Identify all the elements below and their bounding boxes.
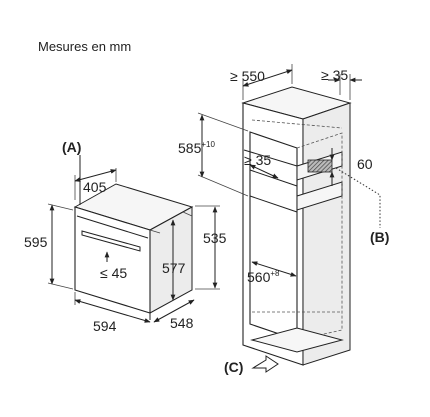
dim-548-line — [153, 299, 195, 323]
label-b: (B) — [370, 229, 389, 245]
cabinet-base — [250, 327, 344, 353]
dim-585-ext-2 — [197, 174, 249, 197]
oven-door-handle — [81, 230, 141, 252]
oven-body-depth-value: 548 — [170, 315, 194, 331]
oven-body-height-value: 535 — [203, 230, 227, 246]
dim-405-line — [74, 169, 117, 182]
oven-width-value: 594 — [93, 318, 117, 334]
cabinet-side — [302, 102, 351, 366]
dim-550-line — [242, 69, 293, 87]
oven-dimensions — [47, 155, 220, 323]
cabinet-inner-gap-value: ≥ 35 — [244, 152, 271, 168]
oven-body-edge-2 — [182, 211, 193, 217]
oven-body-edge — [149, 229, 161, 234]
niche-height-value: 585+10 — [178, 140, 215, 156]
dim-inner-35-line — [249, 164, 279, 179]
vent-size-value: 60 — [357, 156, 373, 172]
cabinet-rear-gap-value: ≥ 35 — [321, 67, 348, 83]
shelf-lower — [249, 195, 298, 213]
oven-clearance-value: ≤ 45 — [100, 265, 127, 281]
oven-height-value: 595 — [24, 234, 48, 250]
niche-width-value: 560+8 — [247, 269, 280, 285]
dim-585-ext-1 — [197, 112, 249, 132]
oven-door-height-value: 577 — [162, 260, 186, 276]
oven-panel-line — [76, 215, 149, 239]
shelf-top — [243, 149, 298, 167]
dim-560-line — [251, 261, 297, 277]
label-c: (C) — [224, 359, 243, 375]
niche-top-dashed — [251, 119, 343, 129]
airflow-arrow-icon — [251, 355, 279, 373]
cabinet-drawing — [241, 86, 352, 373]
label-a: (A) — [62, 139, 81, 155]
vent-opening — [307, 159, 333, 173]
oven-depth-value: 405 — [83, 179, 107, 195]
label-b-leader — [335, 167, 381, 228]
cabinet-min-depth-value: ≥ 550 — [230, 68, 265, 84]
oven-drawing — [73, 183, 194, 320]
dim-594-line — [74, 299, 151, 323]
cabinet-dimensions — [197, 64, 381, 277]
diagram-title: Mesures en mm — [38, 39, 132, 54]
